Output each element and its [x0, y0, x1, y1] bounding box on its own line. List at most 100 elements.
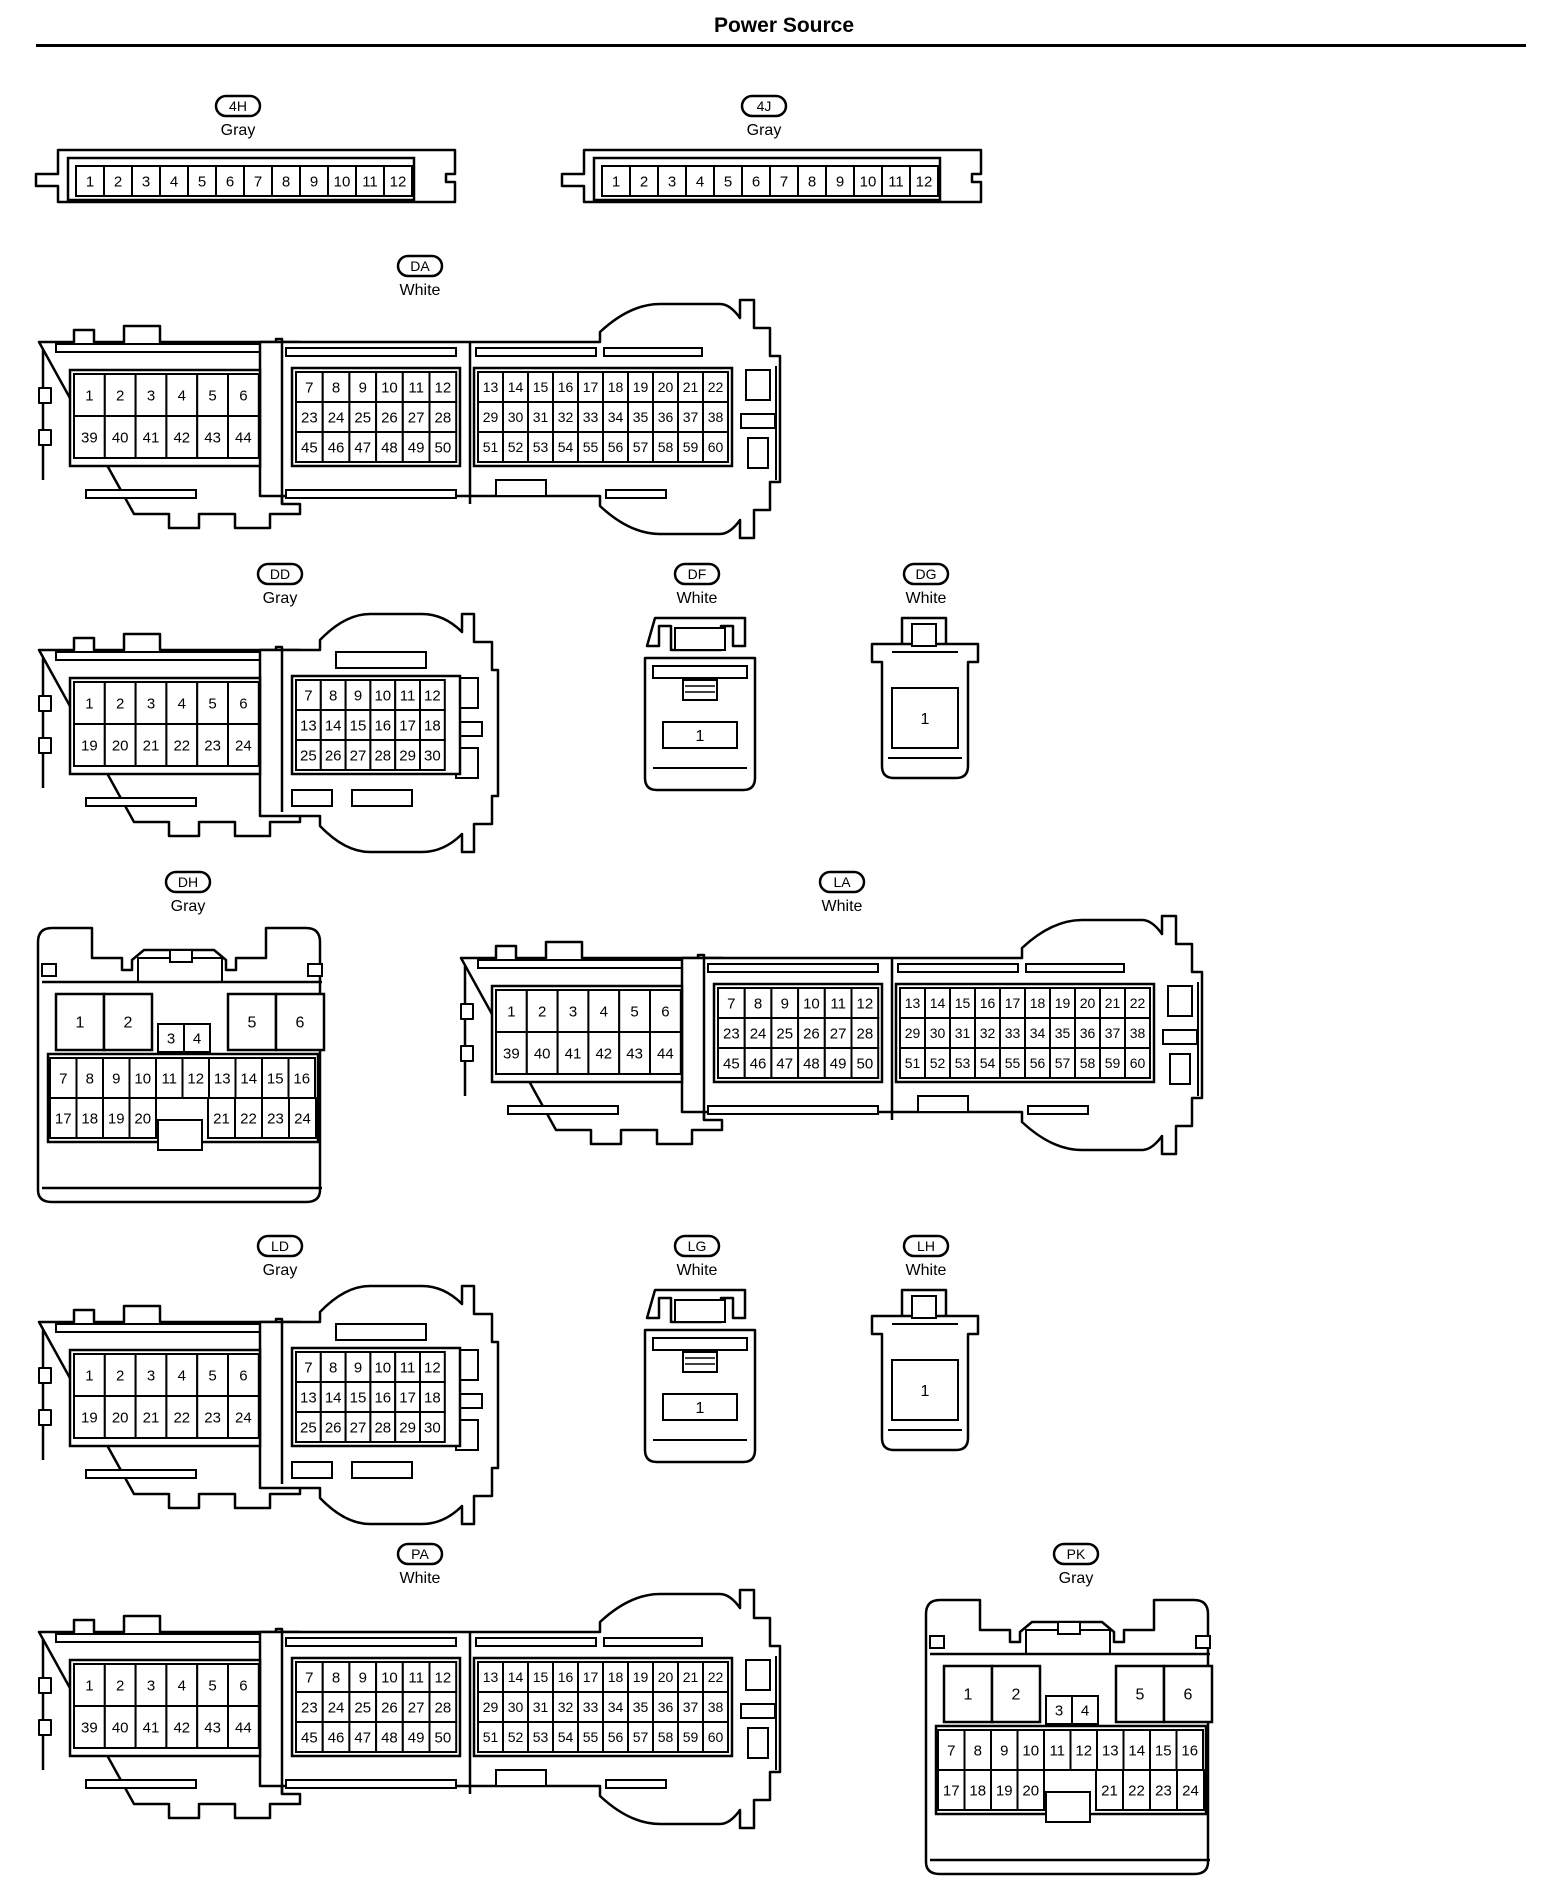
pin-cell: [602, 1721, 629, 1753]
pin-number: 51: [483, 1729, 499, 1745]
pin-cell: [974, 987, 1001, 1019]
pin-number: 58: [658, 439, 674, 455]
pin-number: 5: [208, 1367, 216, 1384]
pin-number: 16: [1181, 1742, 1198, 1759]
housing-outline: [285, 1637, 457, 1647]
pin-cell: [797, 165, 827, 197]
pin-number: 24: [294, 1110, 311, 1127]
pin-number: 36: [658, 1699, 674, 1715]
pin-number: 18: [969, 1782, 986, 1799]
pin-number: 39: [503, 1045, 520, 1062]
pin-number: 20: [658, 1669, 674, 1685]
pin-number: 9: [359, 379, 367, 396]
pin-number: 3: [147, 387, 155, 404]
pin-number: 11: [1049, 1742, 1065, 1759]
pin-number: 11: [408, 1669, 424, 1686]
pin-number: 4: [178, 1677, 186, 1694]
housing-outline: [55, 1323, 267, 1333]
pin-number: 54: [558, 439, 574, 455]
pin-number: 44: [235, 1719, 252, 1736]
pin-number: 20: [134, 1110, 151, 1127]
pin-cell: [770, 1017, 800, 1049]
pin-number: 31: [533, 1699, 549, 1715]
pin-number: 48: [803, 1055, 820, 1072]
pin-cell: [428, 1721, 458, 1753]
pin-number: 50: [857, 1055, 874, 1072]
pin-cell: [419, 1411, 446, 1443]
pin-number: 7: [254, 173, 262, 190]
housing-outline: [682, 679, 718, 701]
pin-number: 32: [558, 1699, 574, 1715]
housing-outline: [38, 429, 52, 446]
pin-number: 11: [400, 1359, 416, 1376]
pin-cell: [502, 1721, 529, 1753]
housing-outline: [475, 347, 597, 357]
pin-number: 23: [301, 409, 318, 426]
pin-number: 15: [955, 995, 971, 1011]
housing-outline: [495, 1769, 547, 1787]
pin-number: 56: [608, 439, 624, 455]
pin-cell: [627, 1721, 654, 1753]
pin-number: 6: [226, 173, 234, 190]
connector-id: DA: [410, 258, 430, 274]
pin-number: 8: [282, 173, 290, 190]
pin-number: 11: [362, 173, 378, 190]
pin-cell: [702, 1721, 729, 1753]
pin-cell: [1162, 1664, 1214, 1724]
pin-cell: [128, 1057, 157, 1099]
pin-cell: [227, 415, 260, 459]
pin-cell: [702, 1661, 729, 1693]
pin-number: 4: [1081, 1702, 1089, 1719]
housing-outline: [38, 737, 52, 754]
pin-cell: [128, 1097, 157, 1139]
pin-cell: [1175, 1729, 1204, 1771]
housing-outline: [335, 1323, 427, 1341]
pin-number: 2: [538, 1003, 546, 1020]
pin-number: 29: [905, 1025, 921, 1041]
pin-number: 14: [325, 1389, 342, 1406]
pin-number: 17: [1005, 995, 1021, 1011]
pin-number: 8: [754, 995, 762, 1012]
housing-outline: [41, 963, 57, 977]
pin-cell: [702, 371, 729, 403]
pin-number: 11: [408, 379, 424, 396]
pin-number: 55: [583, 1729, 599, 1745]
pin-number: 28: [435, 1699, 452, 1716]
housing-outline: [662, 721, 738, 749]
connector-id-badge: [673, 1234, 721, 1258]
pin-cell: [102, 1097, 131, 1139]
housing-outline: [85, 1779, 197, 1789]
pin-number: 41: [143, 1719, 160, 1736]
pin-cell: [295, 371, 324, 403]
pin-number: 12: [390, 173, 407, 190]
pin-cell: [103, 165, 133, 197]
pin-number: 60: [708, 439, 724, 455]
pin-number: 2: [116, 1367, 124, 1384]
pin-number: 26: [381, 1699, 398, 1716]
pin-number: 49: [830, 1055, 847, 1072]
connector-id-badge: [902, 562, 950, 586]
pin-number: 38: [708, 1699, 724, 1715]
pin-number: 1: [76, 1015, 85, 1032]
pin-number: 13: [1102, 1742, 1119, 1759]
connector-color: White: [677, 1262, 718, 1279]
pin-number: 30: [508, 1699, 524, 1715]
pin-cell: [552, 431, 579, 463]
connector-id: LD: [271, 1238, 289, 1254]
pin-number: 22: [708, 379, 724, 395]
pin-number: 40: [112, 1719, 129, 1736]
pin-number: 4: [170, 173, 178, 190]
pin-number: 56: [608, 1729, 624, 1745]
pin-cell: [196, 1705, 229, 1749]
pin-number: 58: [1080, 1055, 1096, 1071]
pin-number: 5: [248, 1015, 257, 1032]
pin-number: 31: [533, 409, 549, 425]
pin-number: 19: [633, 379, 649, 395]
pin-number: 5: [630, 1003, 638, 1020]
pin-cell: [348, 371, 378, 403]
pin-number: 13: [300, 717, 317, 734]
pin-cell: [369, 1411, 397, 1443]
pin-number: 16: [558, 379, 574, 395]
